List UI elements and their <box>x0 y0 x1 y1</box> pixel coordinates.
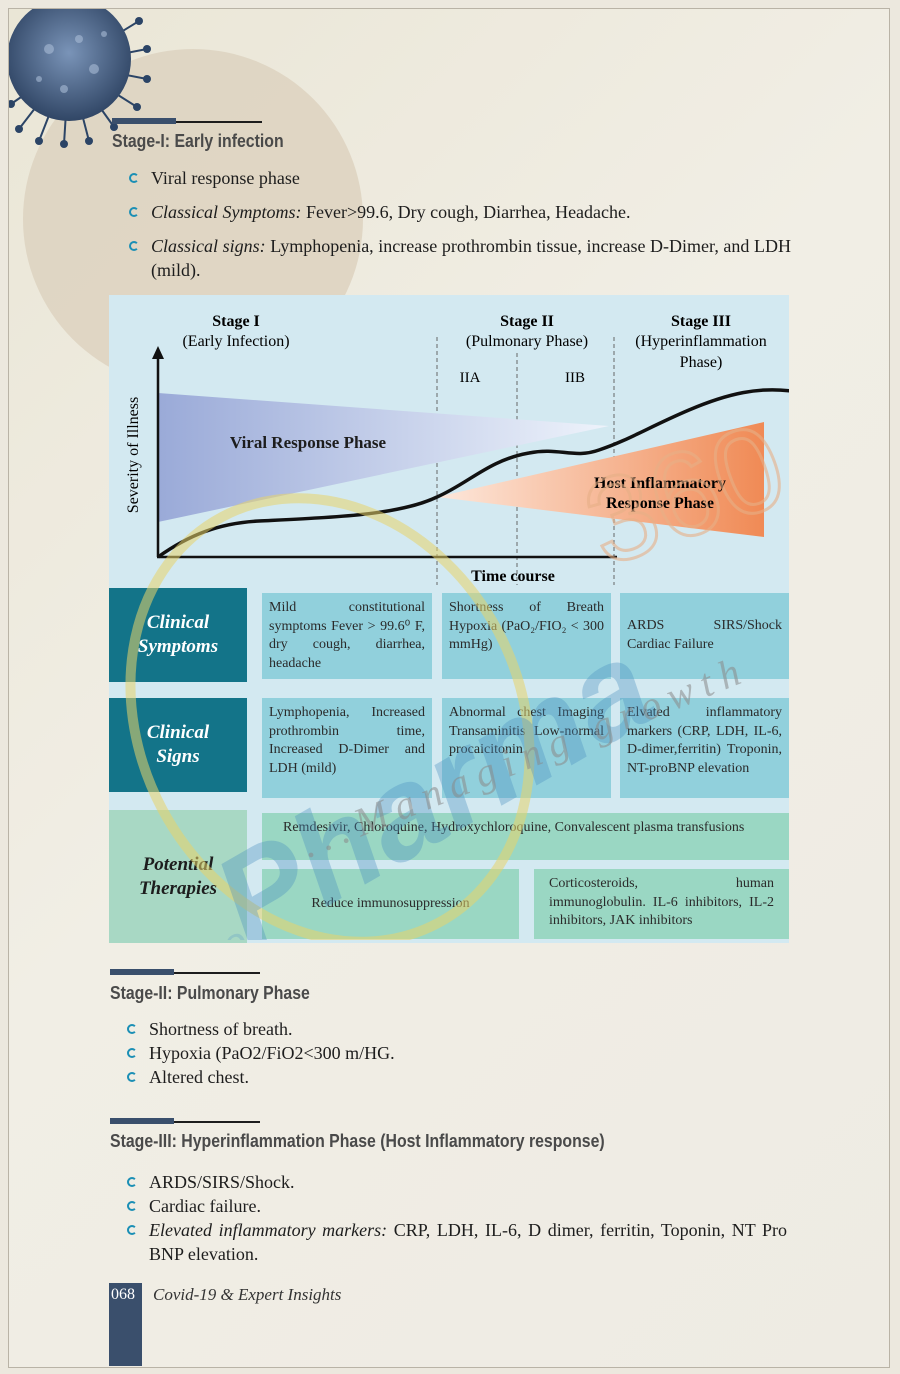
footer-bar <box>109 1283 142 1366</box>
clinical-signs-label: Clinical Signs <box>109 698 247 792</box>
therapy-cell-stage3: Corticosteroids, human immunoglobulin. I… <box>534 869 789 939</box>
bullet-icon <box>127 1201 137 1211</box>
host-phase-label-line2: Response Phase <box>606 495 714 512</box>
section-rule <box>110 969 260 975</box>
section-rule <box>112 118 262 124</box>
list-item: Viral response phase <box>129 166 791 190</box>
list-item: Classical Symptoms: Fever>99.6, Dry coug… <box>129 200 791 224</box>
therapy-cell-all-stages: Remdesivir, Chloroquine, Hydroxychloroqu… <box>262 813 789 860</box>
y-axis-arrow-icon <box>152 346 164 359</box>
substage-iib: IIB <box>565 370 585 386</box>
stage1-list: Viral response phase Classical Symptoms:… <box>129 166 791 292</box>
bullet-icon <box>127 1177 137 1187</box>
signs-cell-stage3: Elvated inflammatory markers (CRP, LDH, … <box>620 698 789 798</box>
list-item: Classical signs: Lymphopenia, increase p… <box>129 234 791 282</box>
page-number: 068 <box>111 1286 135 1303</box>
therapy-cell-stage1: Reduce immunosuppression <box>262 869 519 939</box>
footer-title: Covid-19 & Expert Insights <box>153 1285 342 1304</box>
bullet-icon <box>129 241 139 251</box>
clinical-symptoms-label: Clinical Symptoms <box>109 588 247 682</box>
stage3-title: Stage III <box>671 313 731 330</box>
list-item: Shortness of breath. <box>127 1017 787 1041</box>
symptoms-cell-stage1: Mild constitutional symptoms Fever > 99.… <box>262 593 432 679</box>
bullet-icon <box>127 1072 137 1082</box>
list-item: Cardiac failure. <box>127 1194 787 1218</box>
host-wedge <box>437 422 764 537</box>
stage3-heading: Stage-III: Hyperinflammation Phase (Host… <box>110 1131 605 1151</box>
signs-cell-stage1: Lymphopenia, Increased prothrombin time,… <box>262 698 432 798</box>
stage2-subtitle: (Pulmonary Phase) <box>466 333 588 350</box>
stage2-heading: Stage-II: Pulmonary Phase <box>110 983 310 1003</box>
stage1-title: Stage I <box>212 313 260 330</box>
stage2-list: Shortness of breath. Hypoxia (PaO2/FiO2<… <box>127 1017 787 1089</box>
stage3-list: ARDS/SIRS/Shock. Cardiac failure. Elevat… <box>127 1170 787 1266</box>
virus-illustration <box>9 9 151 148</box>
bullet-icon <box>127 1225 137 1235</box>
viral-wedge <box>158 393 609 522</box>
list-item: Altered chest. <box>127 1065 787 1089</box>
list-item: Elevated inflammatory markers: CRP, LDH,… <box>127 1218 787 1266</box>
stage2-title: Stage II <box>500 313 554 330</box>
substage-iia: IIA <box>460 370 481 386</box>
bullet-icon <box>127 1024 137 1034</box>
section-rule <box>110 1118 260 1124</box>
x-axis-label: Time course <box>471 568 555 585</box>
bullet-icon <box>127 1048 137 1058</box>
viral-phase-label: Viral Response Phase <box>230 433 387 452</box>
bullet-icon <box>129 173 139 183</box>
severity-chart: Stage I (Early Infection) Stage II (Pulm… <box>125 313 789 585</box>
stage3-subtitle-line1: (Hyperinflammation <box>635 333 767 350</box>
stage1-heading: Stage-I: Early infection <box>112 131 284 151</box>
bullet-icon <box>129 207 139 217</box>
stage3-subtitle-line2: Phase) <box>680 354 723 371</box>
list-item: ARDS/SIRS/Shock. <box>127 1170 787 1194</box>
signs-cell-stage2: Abnormal chest Imaging Transaminitis Low… <box>442 698 611 798</box>
y-axis-label: Severity of Illness <box>125 397 142 513</box>
list-item: Hypoxia (PaO2/FiO2<300 m/HG. <box>127 1041 787 1065</box>
covid-stages-diagram: Stage I (Early Infection) Stage II (Pulm… <box>109 295 789 943</box>
symptoms-cell-stage3: ARDS SIRS/Shock Cardiac Failure <box>620 593 789 679</box>
stage1-subtitle: (Early Infection) <box>182 333 289 350</box>
potential-therapies-label: Potential Therapies <box>109 810 247 943</box>
symptoms-cell-stage2: Shortness of Breath Hypoxia (PaO₂/FIO₂ <… <box>442 593 611 679</box>
host-phase-label-line1: Host Inflammatory <box>594 475 726 492</box>
